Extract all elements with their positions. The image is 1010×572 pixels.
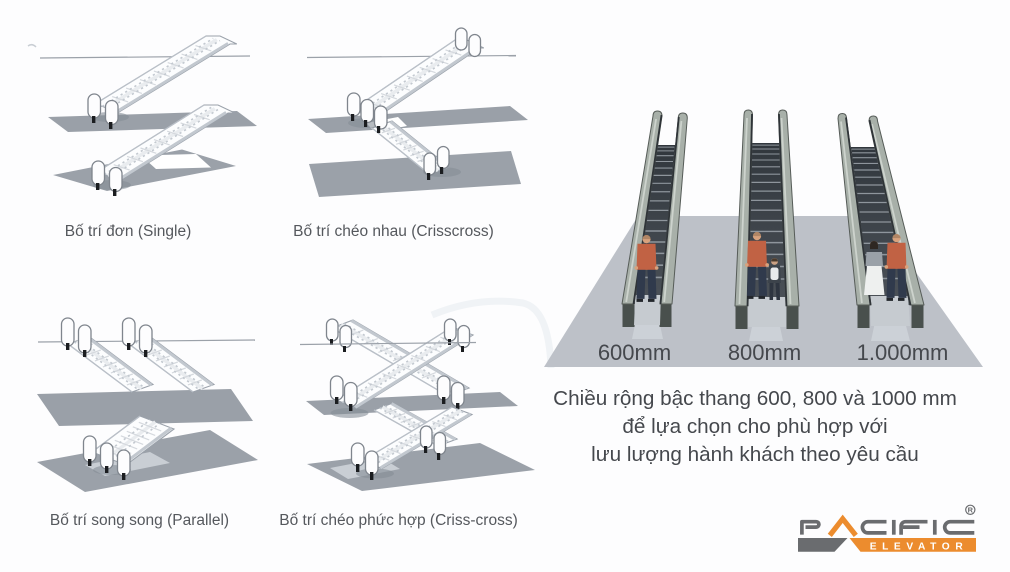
svg-text:R: R (968, 506, 974, 515)
svg-text:ELEVATOR: ELEVATOR (870, 541, 969, 552)
